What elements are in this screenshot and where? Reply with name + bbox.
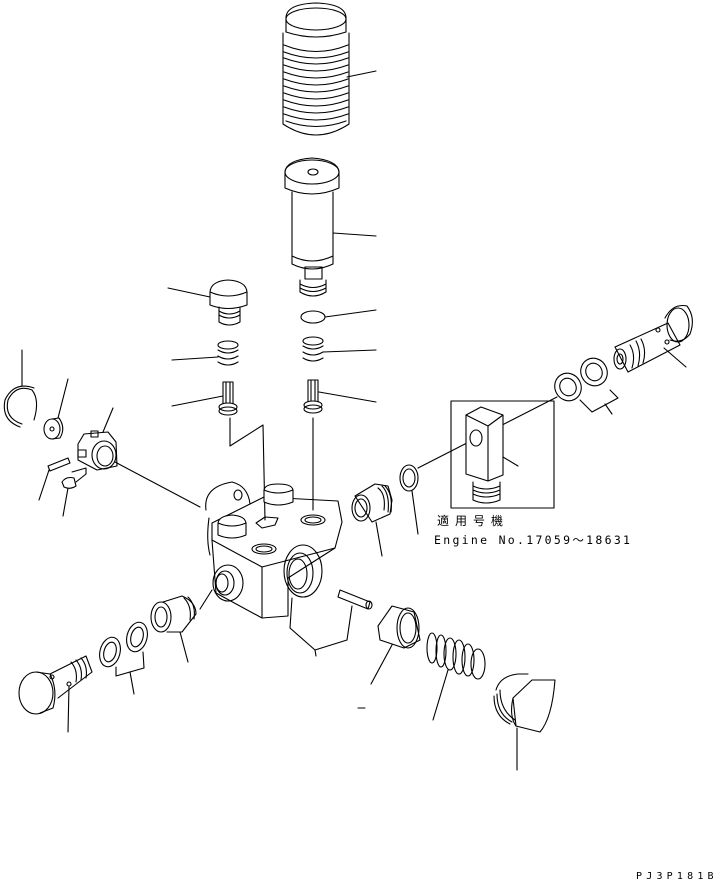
leader-line [229, 417, 266, 521]
guide-icon [61, 467, 87, 517]
snap-ring-icon [3, 349, 38, 428]
plug-icon [167, 279, 248, 326]
plug-icon [493, 673, 556, 771]
priming-pump-icon [284, 157, 377, 297]
bellows-icon [282, 2, 377, 136]
washer-pair-icon [554, 357, 619, 415]
adapter-inset [450, 400, 555, 509]
washer-pair-icon [99, 621, 148, 695]
eye-bolt-icon [613, 304, 693, 373]
spring-icon [426, 632, 486, 721]
eye-bolt-icon [18, 655, 93, 733]
o-ring-icon [300, 309, 377, 324]
spring-icon [171, 340, 239, 366]
pin-icon [289, 589, 373, 657]
roller-icon [43, 378, 69, 440]
applicability-note-heading: 適用号機 [437, 514, 510, 528]
piston-icon [357, 605, 421, 709]
adapter-icon [465, 406, 519, 504]
valve-icon [303, 379, 377, 414]
connector-icon [150, 589, 213, 663]
pin-icon [38, 457, 71, 501]
valve-icon [171, 381, 238, 416]
tappet-icon [77, 407, 201, 508]
pump-body-icon [205, 481, 343, 619]
applicability-serial-range: Engine No.17059～18631 [434, 533, 633, 547]
spring-icon [302, 336, 377, 362]
drawing-id: PJ3P181B [636, 871, 716, 882]
connector-icon [351, 483, 393, 557]
